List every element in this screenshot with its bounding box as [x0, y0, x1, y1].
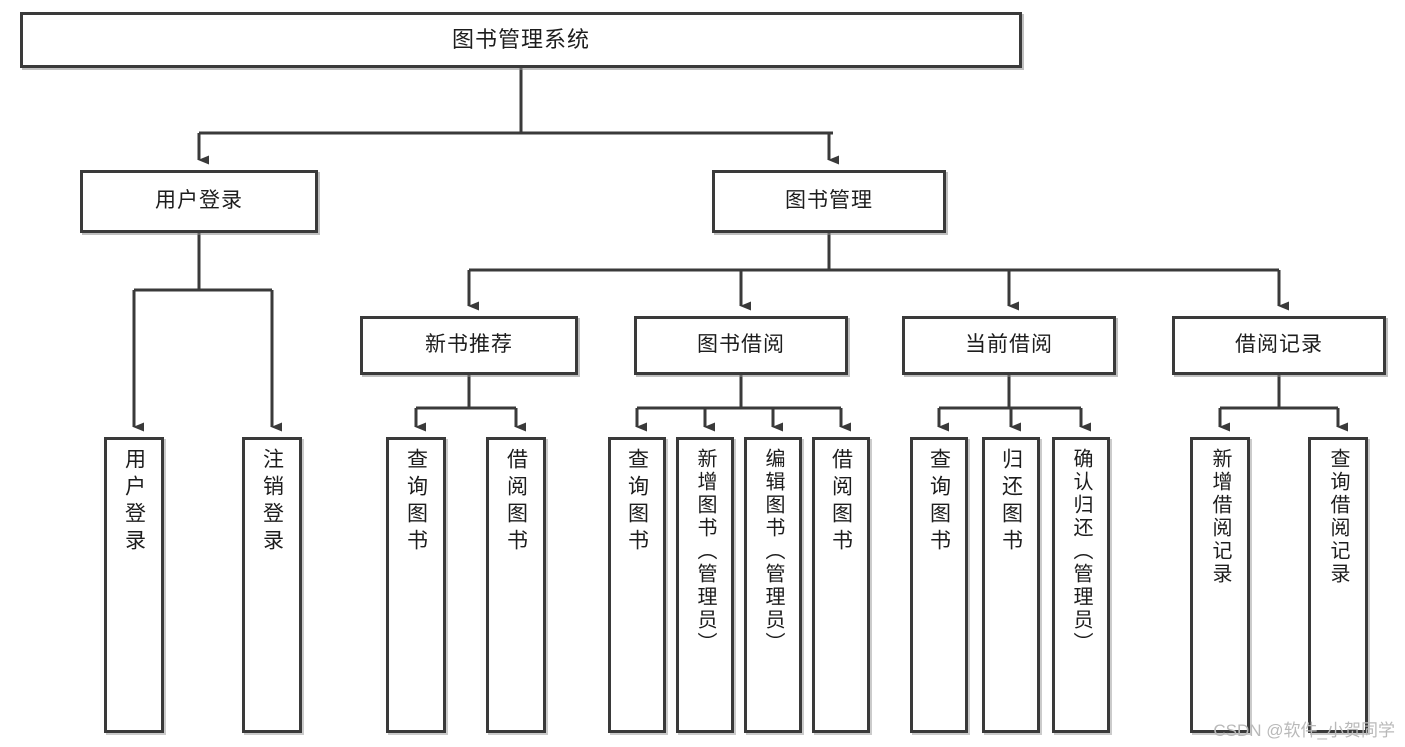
leaf-label: 确认归还（管理员） — [1070, 448, 1092, 655]
leaf-label: 归还图书 — [999, 448, 1023, 556]
leaf-label: 编辑图书（管理员） — [762, 448, 784, 655]
node-book-management[interactable]: 图书管理 — [712, 170, 946, 233]
node-user-login[interactable]: 用户登录 — [80, 170, 318, 233]
leaf-label: 查询借阅记录 — [1327, 448, 1349, 586]
node-label: 新书推荐 — [425, 333, 513, 357]
leaf-query-books-current[interactable]: 查询图书 — [910, 437, 968, 733]
leaf-add-book-admin[interactable]: 新增图书（管理员） — [676, 437, 734, 733]
leaf-label: 新增图书（管理员） — [694, 448, 716, 655]
leaf-label: 查询图书 — [927, 448, 951, 556]
leaf-edit-book-admin[interactable]: 编辑图书（管理员） — [744, 437, 802, 733]
leaf-add-borrow-record[interactable]: 新增借阅记录 — [1190, 437, 1250, 733]
leaf-return-books[interactable]: 归还图书 — [982, 437, 1040, 733]
leaf-label: 注销登录 — [260, 448, 284, 556]
node-borrow-records[interactable]: 借阅记录 — [1172, 316, 1386, 375]
leaf-label: 借阅图书 — [504, 448, 528, 556]
node-current-borrow[interactable]: 当前借阅 — [902, 316, 1116, 375]
node-label: 图书管理 — [785, 189, 873, 213]
leaf-user-login[interactable]: 用户登录 — [104, 437, 164, 733]
csdn-watermark: CSDN @软件_小贺同学 — [1213, 721, 1395, 740]
node-label: 图书管理系统 — [451, 27, 590, 53]
node-label: 用户登录 — [155, 189, 243, 213]
leaf-borrow-books-recommend[interactable]: 借阅图书 — [486, 437, 546, 733]
leaf-label: 新增借阅记录 — [1209, 448, 1231, 586]
leaf-query-borrow-record[interactable]: 查询借阅记录 — [1308, 437, 1368, 733]
node-root-system[interactable]: 图书管理系统 — [20, 12, 1022, 68]
leaf-query-books-recommend[interactable]: 查询图书 — [386, 437, 446, 733]
leaf-confirm-return-admin[interactable]: 确认归还（管理员） — [1052, 437, 1110, 733]
node-new-book-recommend[interactable]: 新书推荐 — [360, 316, 578, 375]
leaf-label: 用户登录 — [122, 448, 146, 556]
leaf-label: 查询图书 — [625, 448, 649, 556]
leaf-label: 借阅图书 — [829, 448, 853, 556]
leaf-query-books-borrow[interactable]: 查询图书 — [608, 437, 666, 733]
node-label: 当前借阅 — [965, 333, 1053, 357]
leaf-borrow-books[interactable]: 借阅图书 — [812, 437, 870, 733]
node-label: 图书借阅 — [697, 333, 785, 357]
leaf-logout[interactable]: 注销登录 — [242, 437, 302, 733]
node-label: 借阅记录 — [1235, 333, 1323, 357]
leaf-label: 查询图书 — [404, 448, 428, 556]
node-book-borrow[interactable]: 图书借阅 — [634, 316, 848, 375]
